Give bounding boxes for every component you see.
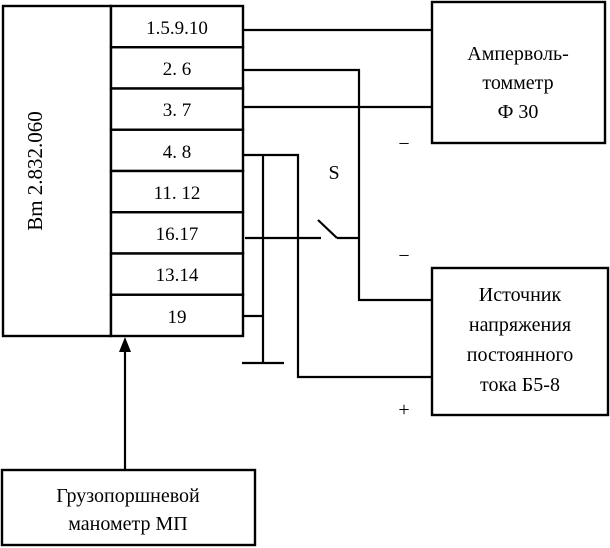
terminal-label: 16.17 — [156, 224, 199, 245]
terminal-label: 3. 7 — [163, 100, 192, 121]
terminal-block: 1.5.9.10 2. 6 3. 7 4. 8 11. 12 16.17 13.… — [109, 4, 245, 338]
switch-label: S — [328, 162, 339, 184]
terminal-label: 19 — [168, 307, 187, 328]
wire-4-8-to-source-plus — [243, 153, 432, 379]
terminal-8 — [109, 293, 245, 338]
sensor-label: Bm 2.832.060 — [23, 111, 47, 231]
terminal-label: 13.14 — [156, 265, 199, 286]
ammeter-box — [430, 0, 607, 145]
terminal-label: 11. 12 — [154, 183, 201, 204]
switch-s-icon — [317, 219, 338, 239]
terminal-label: 1.5.9.10 — [146, 18, 208, 39]
terminal-6 — [109, 211, 245, 255]
wire-2-6-to-source-minus — [243, 68, 432, 302]
arrow-head-icon — [119, 337, 131, 352]
ammeter-label-line: Амперволь- — [467, 43, 568, 65]
ammeter-label-line: томметр — [482, 72, 553, 94]
power-source-box — [430, 266, 610, 417]
manometer-label-line: манометр МП — [68, 513, 187, 535]
power-source-label-line: тока Б5-8 — [480, 374, 560, 396]
terminal-label: 4. 8 — [163, 142, 192, 163]
source-plus-mark: + — [398, 399, 409, 421]
power-source-label-line: Источник — [479, 284, 562, 306]
power-source-label-line: напряжения — [469, 314, 571, 336]
sensor-body — [1, 4, 113, 338]
ammeter-minus-mark: − — [398, 133, 409, 155]
ammeter-label-line: Ф 30 — [498, 101, 539, 123]
power-source-label-line: постоянного — [467, 344, 573, 366]
source-minus-mark: − — [398, 245, 409, 267]
terminal-label: 2. 6 — [163, 59, 192, 80]
manometer-label-line: Грузопоршневой — [56, 485, 200, 507]
manometer-box — [0, 468, 257, 547]
terminal-4 — [109, 128, 245, 173]
